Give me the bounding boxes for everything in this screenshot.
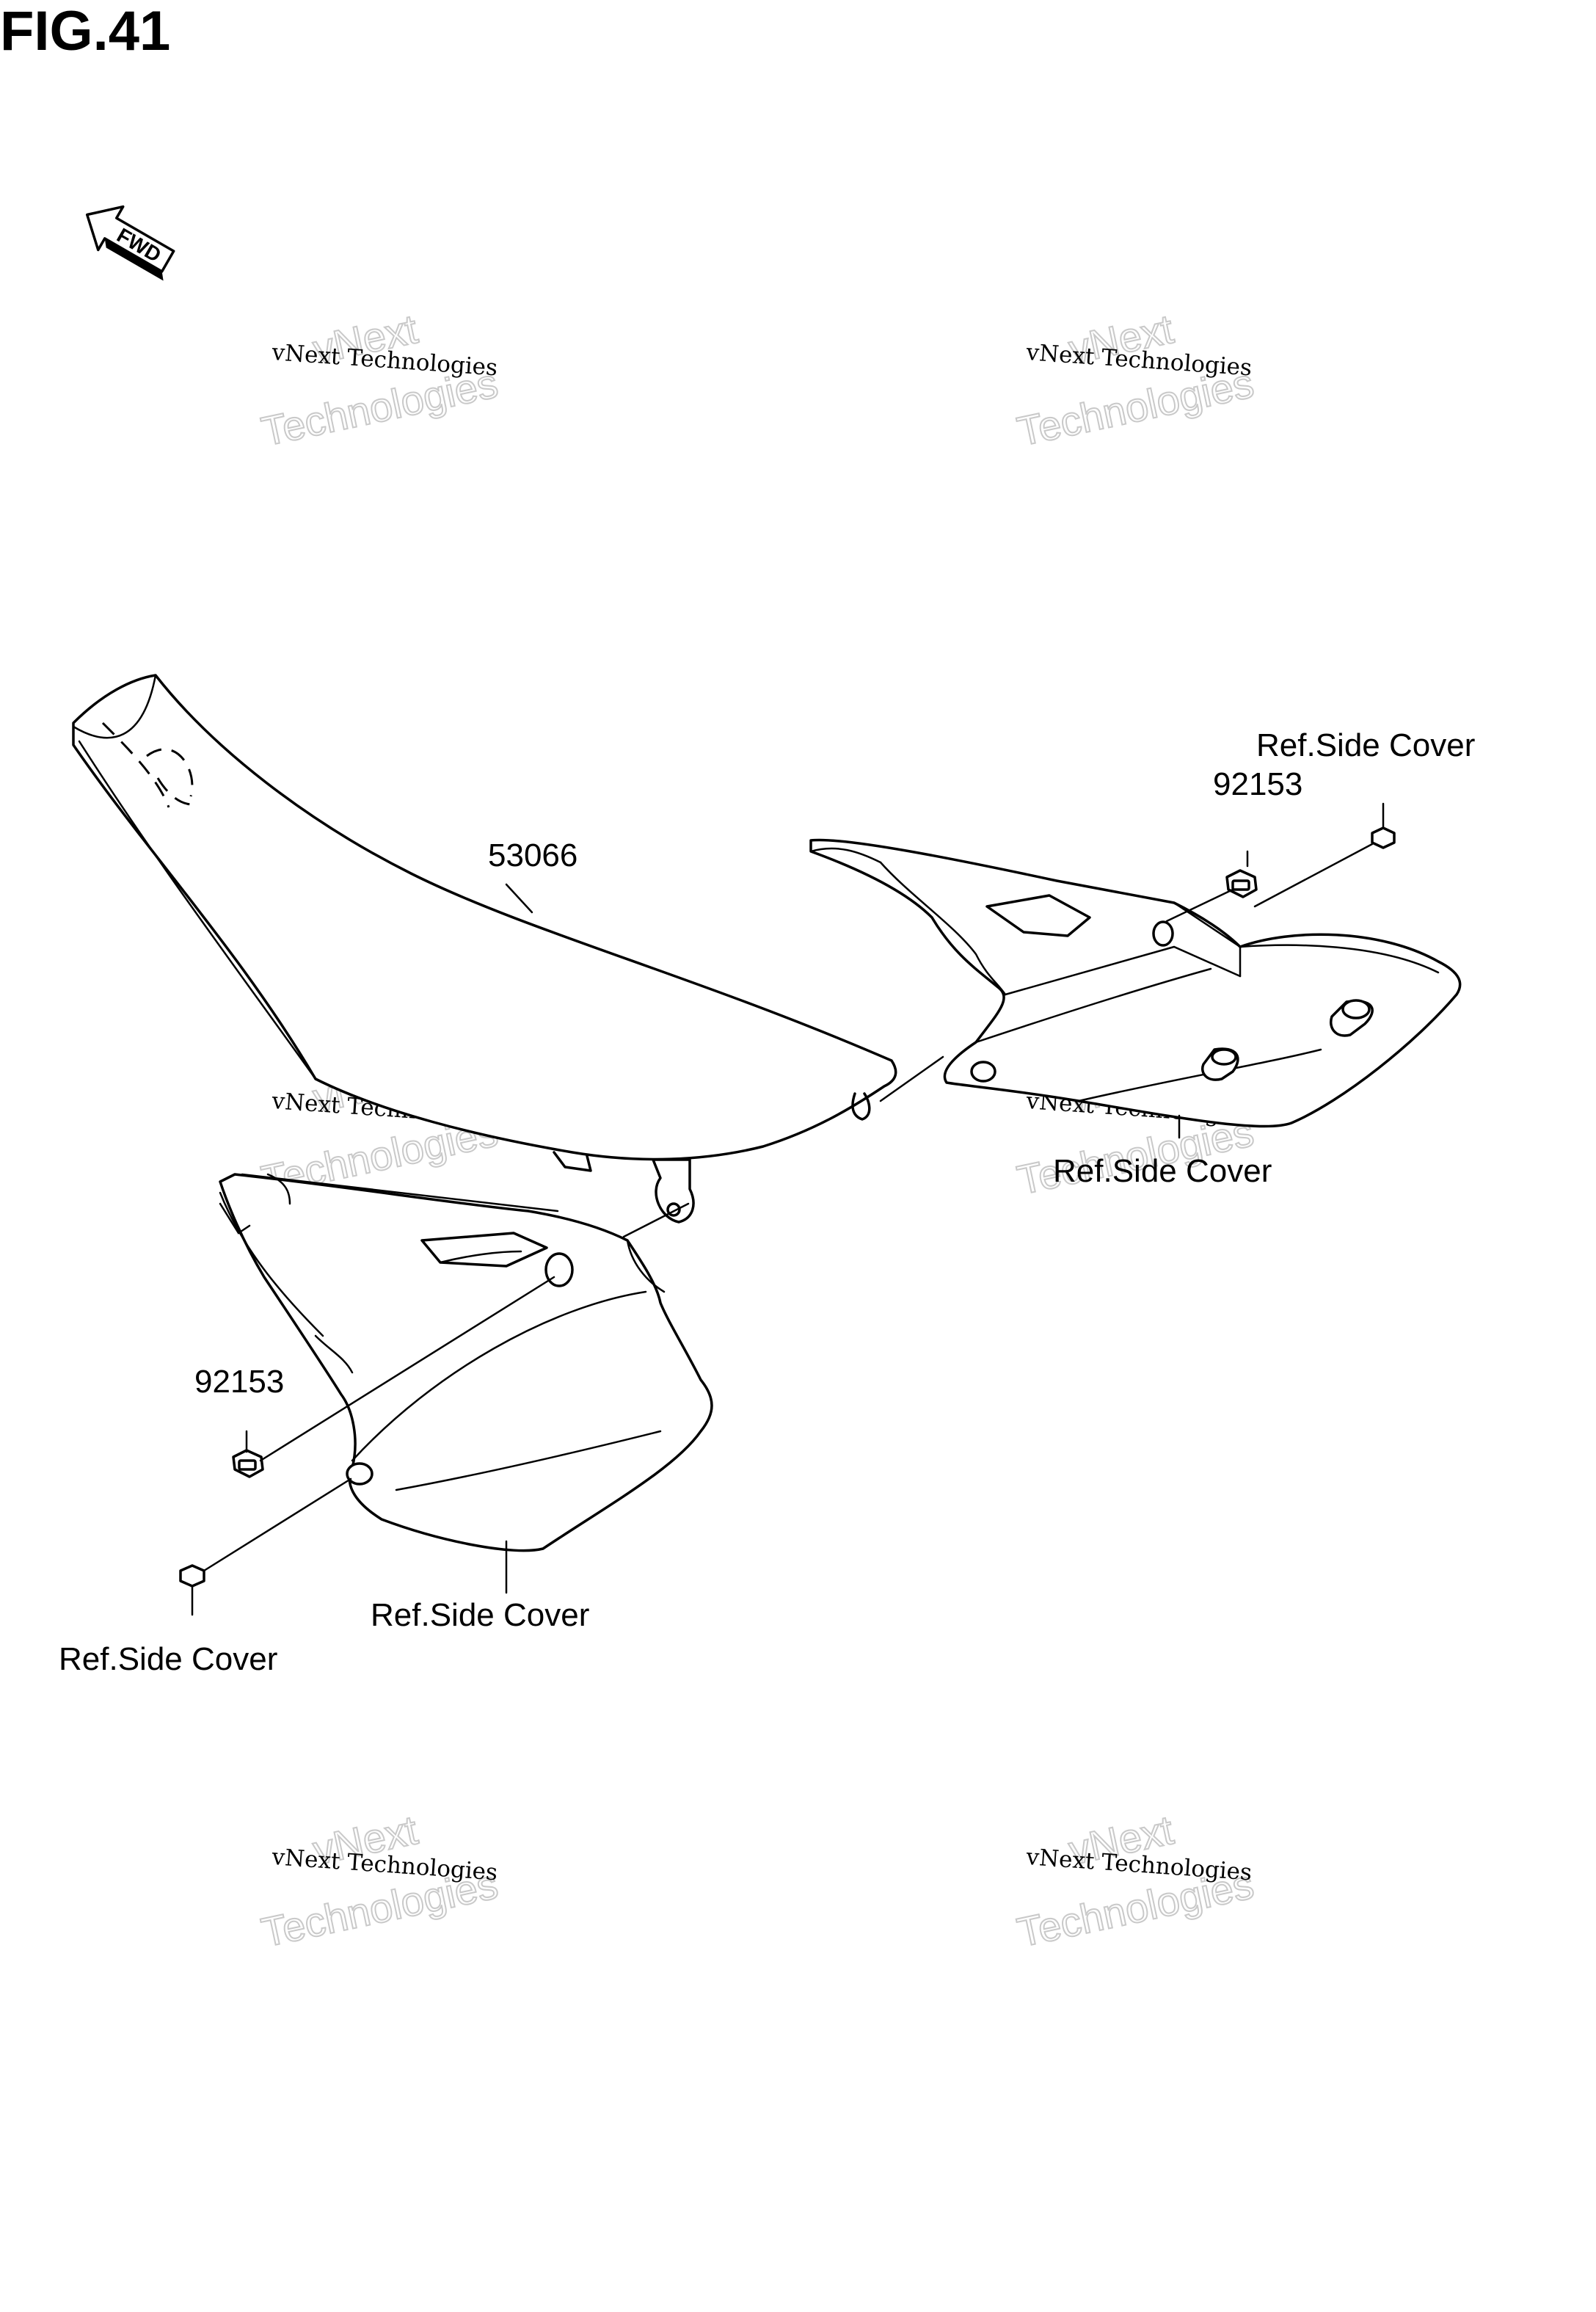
callout-bolt-92153-right: 92153 <box>1213 766 1302 802</box>
bolt-left <box>232 1449 264 1478</box>
left-side-cover-part <box>219 1173 713 1552</box>
callout-bolt-92153-left: 92153 <box>194 1364 284 1400</box>
screw-right <box>1371 826 1396 849</box>
callout-ref-side-cover-right-top: Ref.Side Cover <box>1256 727 1475 763</box>
callout-seat-53066: 53066 <box>488 837 577 873</box>
screw-left <box>179 1564 205 1588</box>
callout-ref-side-cover-right-bottom: Ref.Side Cover <box>1053 1153 1272 1189</box>
figure-title: FIG.41 <box>0 0 170 62</box>
leader-lines <box>191 802 1385 1616</box>
bolt-right <box>1225 869 1258 898</box>
forward-arrow-icon: FWD <box>85 205 175 281</box>
right-side-cover-part <box>809 838 1462 1128</box>
callout-ref-side-cover-left-bottom: Ref.Side Cover <box>59 1641 277 1677</box>
callout-ref-side-cover-left-mid: Ref.Side Cover <box>371 1597 589 1633</box>
